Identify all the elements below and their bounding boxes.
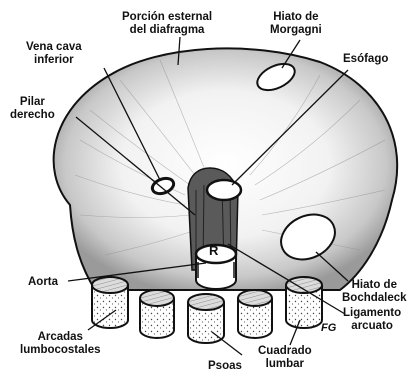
label-arcadas-line1: Arcadas (20, 331, 101, 344)
label-hiato-bochdaleck-line2: Bochdaleck (342, 292, 407, 305)
label-vena-cava: Vena cava inferior (26, 41, 82, 67)
label-pilar-line1: Pilar (10, 96, 55, 109)
label-porcion-esternal-line1: Porción esternal (122, 11, 212, 24)
leader-psoas (212, 332, 242, 355)
label-hiato-bochdaleck: Hiato de Bochdaleck (342, 279, 407, 305)
label-arcadas-lumbocostales: Arcadas lumbocostales (20, 331, 101, 357)
label-vena-cava-line2: inferior (26, 54, 82, 67)
label-arcadas-line2: lumbocostales (20, 344, 101, 357)
label-cuadrado-line1: Cuadrado (258, 345, 312, 358)
cylinder-2 (140, 290, 174, 338)
label-hiato-bochdaleck-line1: Hiato de (342, 279, 407, 292)
aorta-marker: R (209, 244, 218, 257)
label-cuadrado-lumbar: Cuadrado lumbar (258, 345, 312, 371)
label-psoas: Psoas (208, 360, 242, 373)
label-hiato-morgagni-line1: Hiato de (270, 11, 322, 24)
label-vena-cava-line1: Vena cava (26, 41, 82, 54)
cylinder-4 (238, 290, 272, 338)
label-pilar: Pilar derecho (10, 96, 55, 122)
label-ligamento-line2: arcuato (343, 320, 401, 333)
label-ligamento-arcuato: Ligamento arcuato (343, 307, 401, 333)
esophagus-opening (207, 180, 241, 200)
label-hiato-morgagni: Hiato de Morgagni (270, 11, 322, 37)
label-porcion-esternal: Porción esternal del diafragma (122, 11, 212, 37)
cylinder-1 (92, 277, 128, 328)
cylinder-5 (286, 277, 322, 328)
cylinder-3 (188, 294, 224, 343)
label-ligamento-line1: Ligamento (343, 307, 401, 320)
label-pilar-line2: derecho (10, 109, 55, 122)
artist-signature: FG (321, 322, 336, 335)
label-aorta: Aorta (28, 276, 58, 289)
label-esofago: Esófago (343, 53, 388, 66)
label-porcion-esternal-line2: del diafragma (122, 24, 212, 37)
label-cuadrado-line2: lumbar (258, 358, 312, 371)
label-hiato-morgagni-line2: Morgagni (270, 24, 322, 37)
